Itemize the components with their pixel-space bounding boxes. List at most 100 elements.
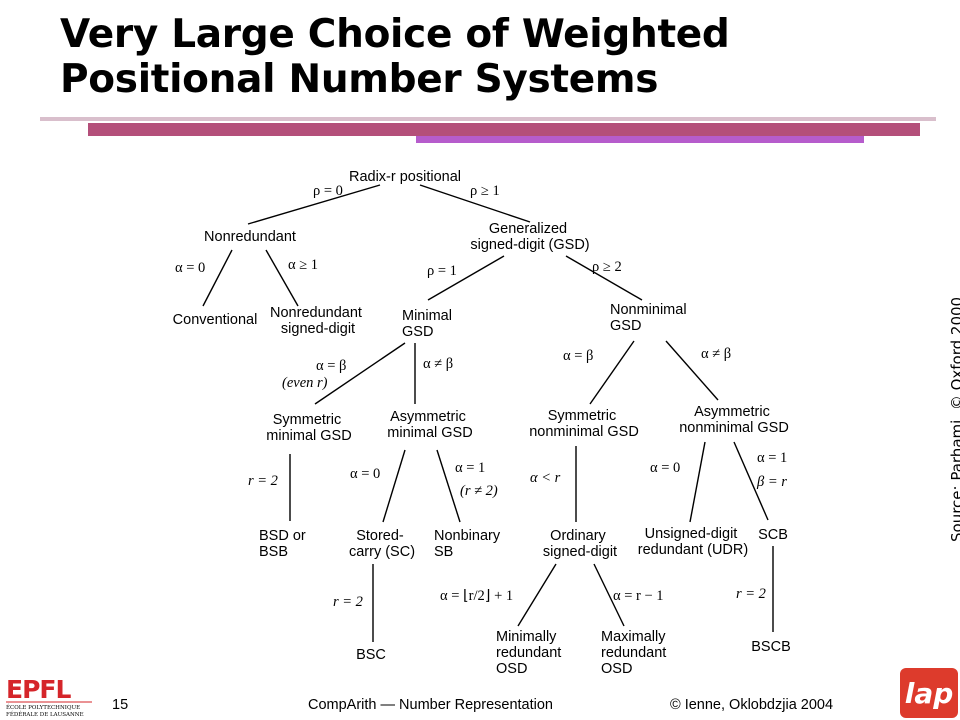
node-nonredundant: Nonredundant [204, 229, 296, 245]
epfl-logo: EPFL ÉCOLE POLYTECHNIQUE FÉDÉRALE DE LAU… [6, 675, 92, 718]
node-bscb: BSCB [751, 639, 791, 655]
node-udr-line-2: redundant (UDR) [638, 542, 748, 558]
title-rule-purple [416, 136, 864, 143]
node-osd-line-1: Ordinary [550, 528, 606, 544]
node-nmgsd-line-2: GSD [610, 318, 641, 334]
node-mrosd-line-1: Minimally [496, 629, 557, 645]
node-snmgsd-line-1: Symmetric [548, 408, 616, 424]
node-udr: Unsigned-digit redundant (UDR) [638, 526, 748, 558]
edge-gsd-minimal [427, 255, 505, 301]
node-symmetric-minimal-gsd: Symmetric minimal GSD [266, 412, 351, 444]
edge-asymnonmin-scb [733, 441, 769, 521]
epfl-logo-mark: EPFL [6, 675, 71, 704]
node-snmgsd-line-2: nonminimal GSD [529, 424, 639, 440]
node-udr-line-1: Unsigned-digit [645, 526, 738, 542]
source-credit: Source: Parhami, © Oxford 2000 [948, 296, 960, 542]
label-alpha-eq-1-b: α = 1 [757, 450, 787, 466]
node-stored-carry: Stored- carry (SC) [349, 528, 415, 560]
node-sc-line-2: carry (SC) [349, 544, 415, 560]
node-nonbinary-sb: Nonbinary SB [434, 528, 504, 560]
edge-nonminimal-asymmetric [665, 340, 719, 401]
node-minimally-redundant-osd: Minimally redundant OSD [496, 629, 565, 677]
label-alpha-eq-0-c: α = 0 [650, 460, 680, 476]
title-rule-magenta [88, 123, 920, 136]
node-amgsd-line-1: Asymmetric [390, 409, 466, 425]
label-alpha-eq-1-a: α = 1 [455, 460, 485, 476]
node-nonminimal-gsd: Nonminimal GSD [610, 302, 691, 334]
node-asymmetric-nonminimal-gsd: Asymmetric nonminimal GSD [679, 404, 789, 436]
label-alpha-ne-beta-a: α ≠ β [423, 356, 453, 372]
node-xrosd-line-3: OSD [601, 661, 632, 677]
page-number: 15 [112, 697, 129, 713]
label-r-ne-2: (r ≠ 2) [460, 483, 498, 499]
node-gsd-line-1: Generalized [489, 221, 567, 237]
tree-edges [202, 184, 774, 642]
edge-asymmin-nonbinary [436, 449, 461, 523]
edge-asymmin-storedcarry [382, 449, 406, 523]
edge-root-gsd [419, 184, 531, 223]
node-symmetric-nonminimal-gsd: Symmetric nonminimal GSD [529, 408, 639, 440]
edge-ordinary-maxred [593, 563, 625, 627]
edge-nonminimal-symmetric [589, 340, 635, 405]
node-nrsd-line-2: signed-digit [281, 321, 355, 337]
node-conventional: Conventional [173, 312, 258, 328]
node-gsd-line-2: signed-digit (GSD) [470, 237, 589, 253]
node-bsd-or-bsb: BSD or BSB [259, 528, 310, 560]
label-alpha-eq-beta-a: α = β [316, 358, 346, 374]
label-alpha-r-minus-1: α = r − 1 [613, 588, 664, 604]
node-maximally-redundant-osd: Maximally redundant OSD [601, 629, 670, 677]
edge-nonredundant-conventional [202, 249, 233, 307]
edge-root-nonredundant [247, 184, 381, 225]
node-nrsd-line-1: Nonredundant [270, 305, 362, 321]
node-bsd-line-1: BSD or [259, 528, 306, 544]
node-nmgsd-line-1: Nonminimal [610, 302, 687, 318]
node-ordinary-signed-digit: Ordinary signed-digit [543, 528, 617, 560]
node-minimal-gsd: Minimal GSD [402, 308, 456, 340]
label-even-r: (even r) [282, 375, 328, 391]
edge-labels: ρ = 0 ρ ≥ 1 α = 0 α ≥ 1 ρ = 1 ρ ≥ 2 α = … [175, 183, 787, 610]
label-alpha-ge-1: α ≥ 1 [288, 257, 318, 273]
label-alpha-ne-beta-b: α ≠ β [701, 346, 731, 362]
label-alpha-eq-0-a: α = 0 [175, 260, 205, 276]
label-rho-eq-1: ρ = 1 [427, 263, 457, 279]
epfl-logo-line-2: FÉDÉRALE DE LAUSANNE [6, 710, 84, 718]
node-nbsb-line-2: SB [434, 544, 453, 560]
node-bsc: BSC [356, 647, 386, 663]
node-asymmetric-minimal-gsd: Asymmetric minimal GSD [387, 409, 472, 441]
node-osd-line-2: signed-digit [543, 544, 617, 560]
node-amgsd-line-2: minimal GSD [387, 425, 472, 441]
label-rho-ge-2: ρ ≥ 2 [592, 259, 622, 275]
node-sc-line-1: Stored- [356, 528, 404, 544]
label-rho-eq-0: ρ = 0 [313, 183, 343, 199]
label-r-eq-2-b: r = 2 [333, 594, 363, 610]
node-gsd: Generalized signed-digit (GSD) [470, 221, 589, 253]
footer-course: CompArith — Number Representation [308, 697, 553, 713]
node-mgsd-line-1: Minimal [402, 308, 452, 324]
label-alpha-floor-r-half: α = ⌊r/2⌋ + 1 [440, 588, 513, 604]
node-smgsd-line-1: Symmetric [273, 412, 341, 428]
footer-copyright: © Ienne, Oklobdzjia 2004 [670, 697, 834, 713]
label-rho-ge-1: ρ ≥ 1 [470, 183, 500, 199]
node-bsd-line-2: BSB [259, 544, 288, 560]
lap-logo-mark: lap [905, 677, 954, 710]
tree-nodes: Radix-r positional Nonredundant Generali… [173, 169, 791, 677]
label-r-eq-2-c: r = 2 [736, 586, 766, 602]
edge-gsd-nonminimal [565, 255, 643, 301]
title-rule-light [40, 117, 936, 121]
node-mgsd-line-2: GSD [402, 324, 433, 340]
node-xrosd-line-1: Maximally [601, 629, 666, 645]
lap-logo: lap [900, 668, 958, 718]
edge-minimal-symmetric [314, 342, 406, 405]
node-anmgsd-line-2: nonminimal GSD [679, 420, 789, 436]
label-alpha-eq-beta-b: α = β [563, 348, 593, 364]
label-alpha-lt-r: α < r [530, 470, 561, 486]
edge-nonredundant-signed [265, 249, 299, 307]
node-mrosd-line-2: redundant [496, 645, 561, 661]
node-nonredundant-signed-digit: Nonredundant signed-digit [270, 305, 366, 337]
edge-ordinary-minred [517, 563, 557, 627]
node-smgsd-line-2: minimal GSD [266, 428, 351, 444]
slide-title: Very Large Choice of Weighted Positional… [60, 12, 730, 102]
node-root: Radix-r positional [349, 169, 461, 185]
node-anmgsd-line-1: Asymmetric [694, 404, 770, 420]
